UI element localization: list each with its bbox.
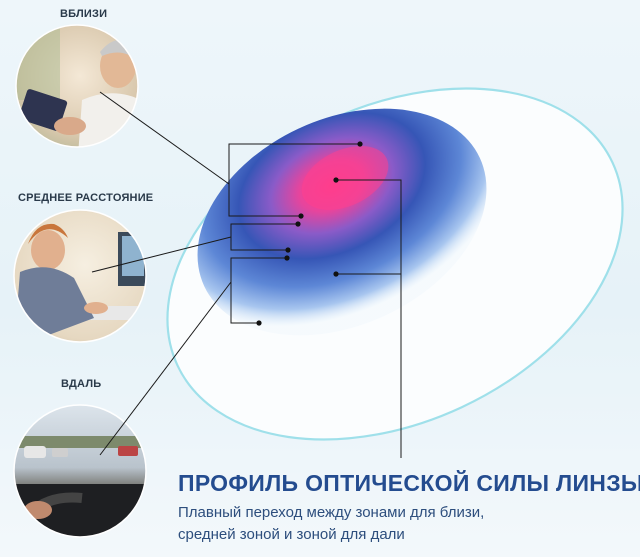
diagram-title: ПРОФИЛЬ ОПТИЧЕСКОЙ СИЛЫ ЛИНЗЫ xyxy=(178,470,640,496)
far-bracket xyxy=(230,257,287,324)
intermediate-vision-photo xyxy=(14,210,146,342)
near-zone-highlight xyxy=(301,146,389,210)
subtitle-line-1: Плавный переход между зонами для близи, xyxy=(178,504,485,521)
near-label: ВБЛИЗИ xyxy=(60,8,108,20)
profile-bracket xyxy=(336,179,402,458)
far-label: ВДАЛЬ xyxy=(61,378,102,390)
far-leader-line xyxy=(99,281,232,456)
far-vision-photo xyxy=(14,405,146,537)
leader-lines xyxy=(91,91,402,458)
near-leader-line xyxy=(99,91,230,185)
intermediate-label: СРЕДНЕЕ РАССТОЯНИЕ xyxy=(18,192,154,204)
diagram-subtitle: Плавный переход между зонами для близи, … xyxy=(178,502,598,546)
subtitle-line-2: средней зоной и зоной для дали xyxy=(178,526,405,543)
near-vision-photo xyxy=(16,25,138,147)
intermediate-leader-line xyxy=(91,236,232,273)
near-bracket xyxy=(228,143,360,217)
intermediate-bracket xyxy=(230,223,298,251)
lens-power-map xyxy=(197,108,487,336)
leader-dots xyxy=(256,141,363,326)
